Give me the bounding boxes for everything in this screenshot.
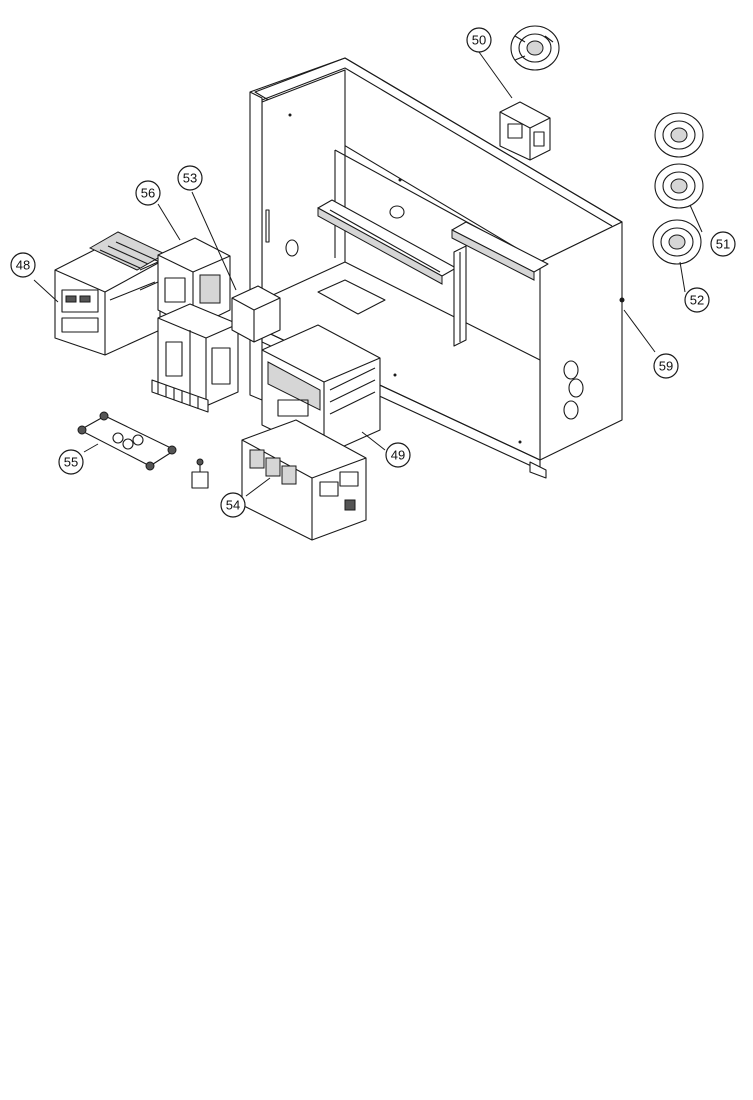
callout-53-label: 53 (183, 171, 197, 186)
callout-54: 54 (220, 492, 246, 518)
wire-duct-right (451, 221, 549, 347)
part-56-relays (157, 303, 239, 407)
callout-53: 53 (177, 165, 203, 191)
callout-51: 51 (710, 231, 736, 257)
part-50-connector (510, 25, 560, 71)
enclosure-box (249, 57, 625, 479)
part-53-block (231, 285, 281, 343)
callout-59-label: 59 (659, 359, 673, 374)
leader-lines (33, 51, 703, 497)
part-56-contactor (139, 237, 231, 329)
callout-54-label: 54 (226, 498, 240, 513)
callout-52: 52 (684, 287, 710, 313)
part-51-connectors (654, 112, 704, 209)
callout-48-label: 48 (16, 258, 30, 273)
wire-duct-top (317, 199, 457, 285)
callout-51-label: 51 (716, 237, 730, 252)
callout-49-label: 49 (391, 448, 405, 463)
part-48-drive (54, 231, 167, 356)
callout-59: 59 (653, 353, 679, 379)
callout-50-label: 50 (472, 33, 486, 48)
callout-55: 55 (58, 449, 84, 475)
part-54-board (241, 419, 367, 541)
callout-48: 48 (10, 252, 36, 278)
callout-50: 50 (466, 27, 492, 53)
terminal-strip (151, 379, 209, 413)
callout-55-label: 55 (64, 455, 78, 470)
toggle-switch (191, 458, 209, 489)
callout-56: 56 (135, 180, 161, 206)
callout-56-label: 56 (141, 186, 155, 201)
callout-52-label: 52 (690, 293, 704, 308)
part-55-plate (77, 411, 177, 471)
callout-49: 49 (385, 442, 411, 468)
part-52-connector (652, 219, 702, 265)
part-50-bracket (499, 101, 551, 161)
